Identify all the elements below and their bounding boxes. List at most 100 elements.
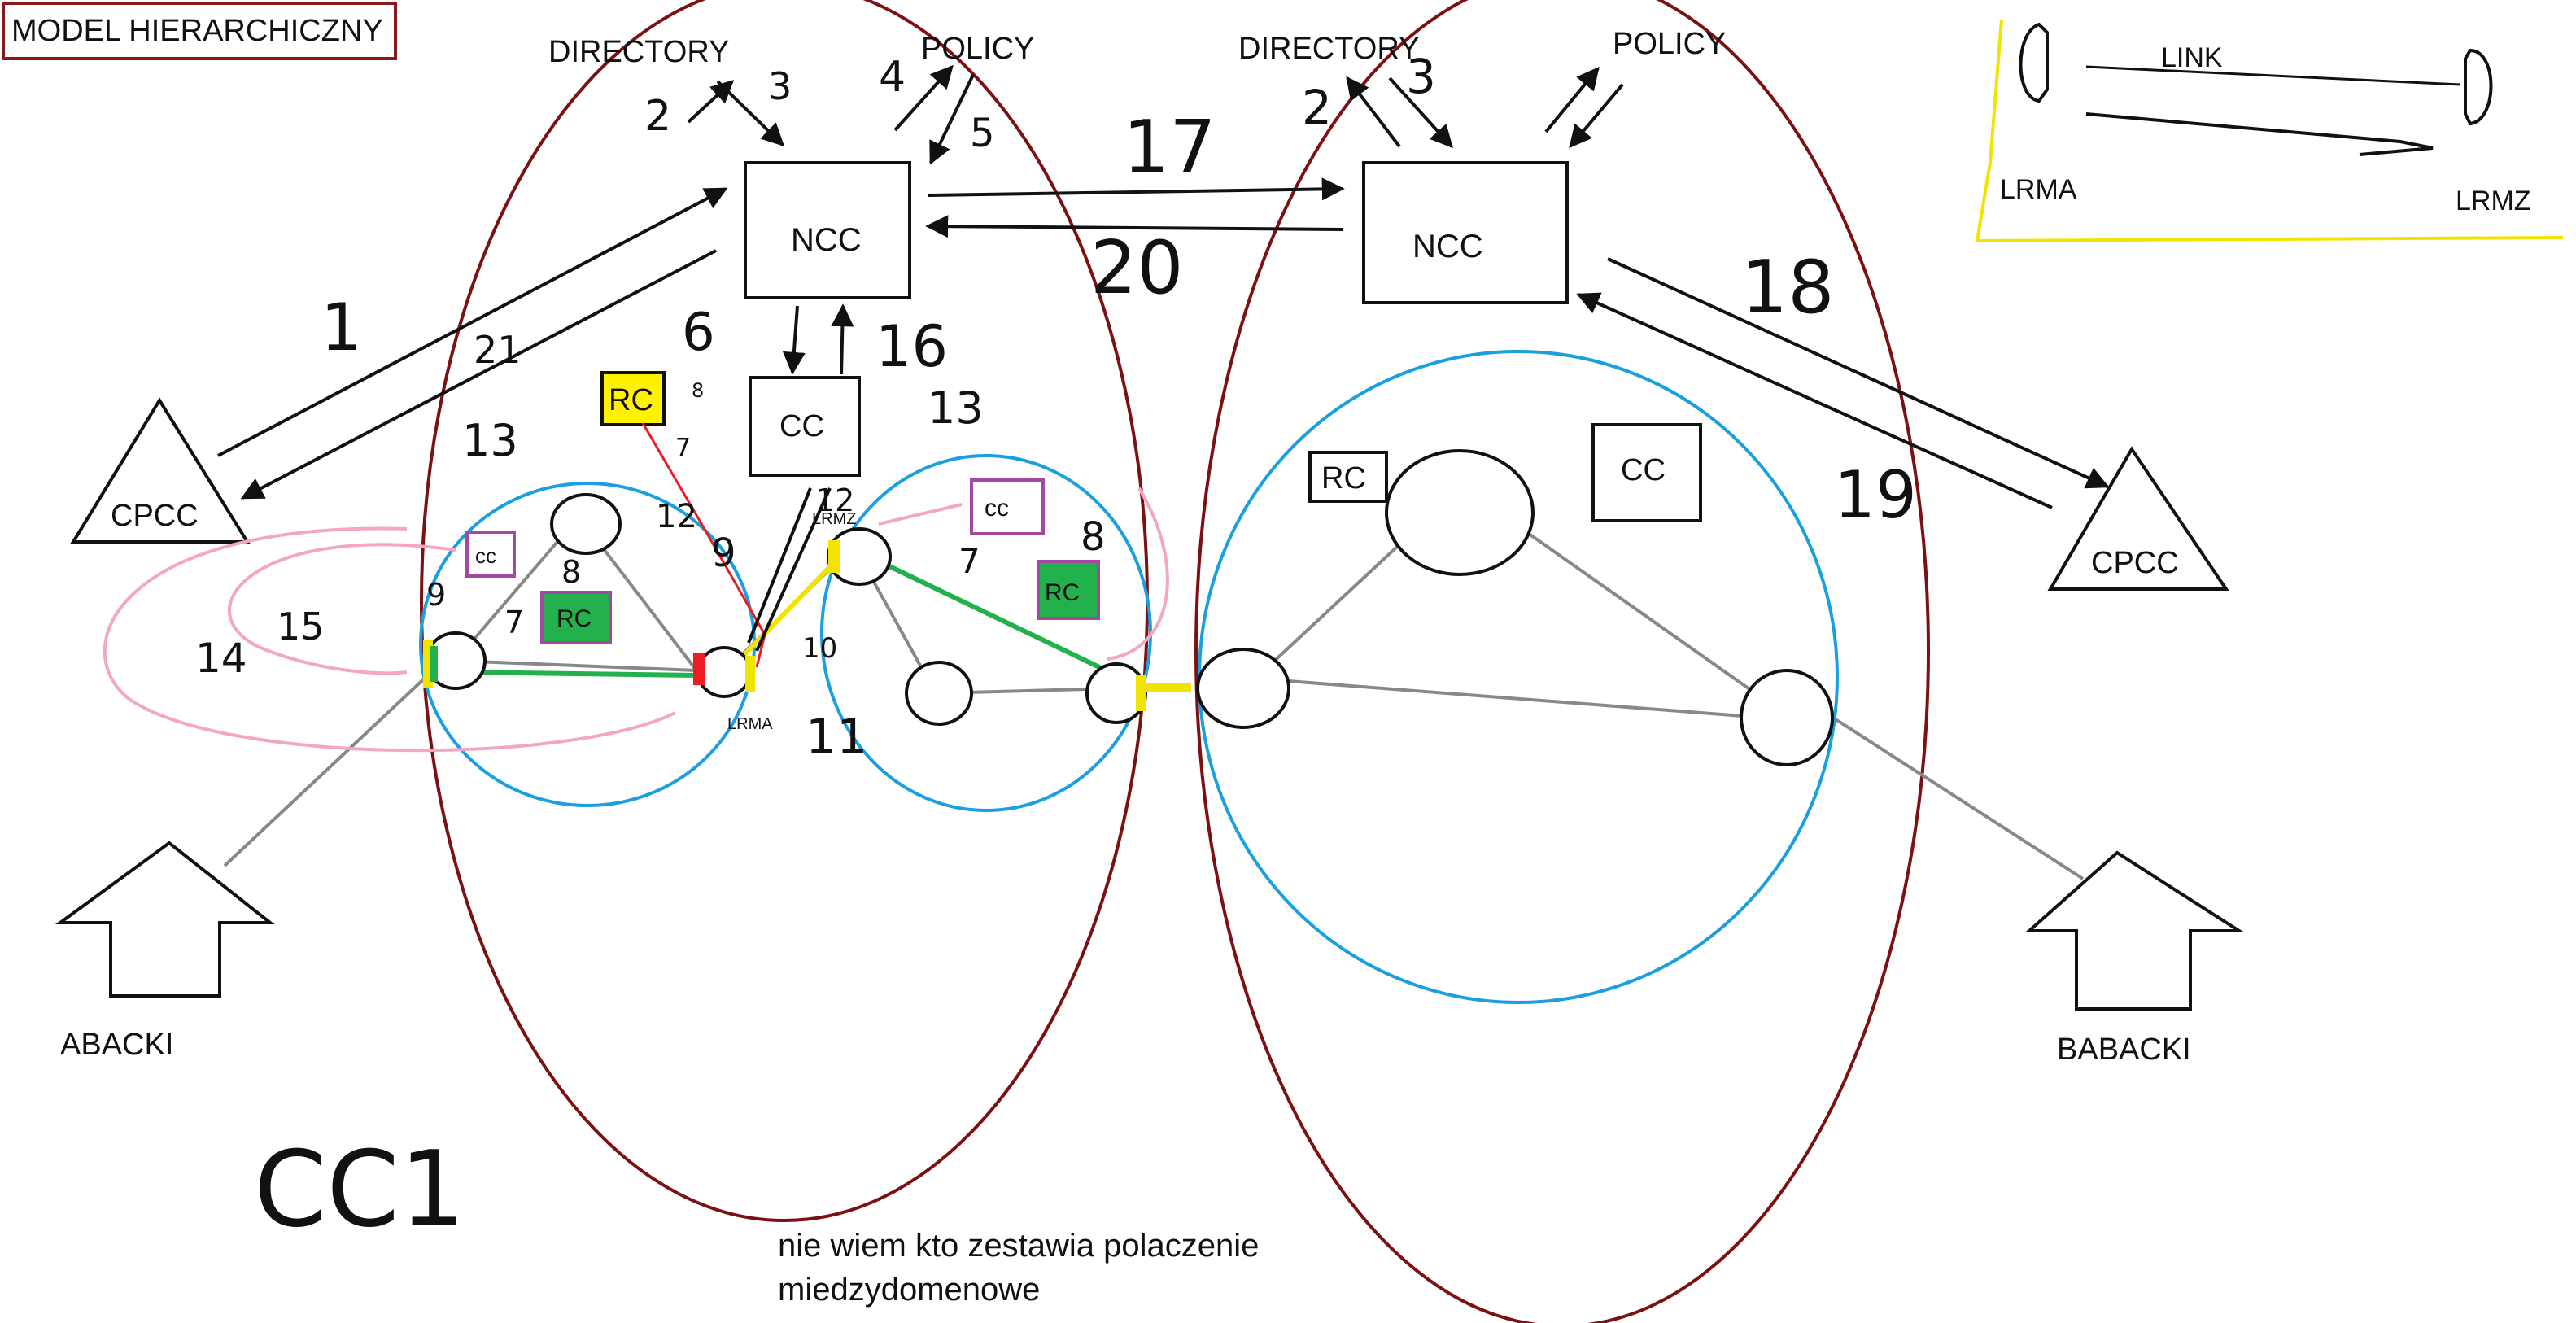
lrma-small-label: LRMA bbox=[727, 715, 773, 733]
left-rc-box bbox=[600, 371, 666, 426]
left-cpcc-label: CPCC bbox=[111, 499, 199, 533]
right-cc-box bbox=[1591, 423, 1702, 522]
step-6: 6 bbox=[682, 303, 715, 363]
arrow-16 bbox=[831, 303, 854, 375]
node-l2 bbox=[550, 493, 622, 555]
babacki-user-arrow bbox=[2024, 850, 2245, 1011]
right-cc-label: CC bbox=[1621, 453, 1666, 487]
node-r3 bbox=[1740, 669, 1834, 766]
step-17: 17 bbox=[1123, 105, 1216, 190]
legend-lrma-label: LRMA bbox=[2000, 174, 2077, 205]
pink-link-right bbox=[878, 503, 963, 526]
right-step-2: 2 bbox=[1302, 80, 1332, 135]
pink-loop-inner bbox=[228, 543, 456, 675]
note-line-2: miedzydomenowe bbox=[778, 1272, 1040, 1308]
right-policy-label: POLICY bbox=[1613, 27, 1726, 61]
step-9-blue: 9 bbox=[426, 577, 446, 613]
step-8-small: 8 bbox=[692, 379, 704, 402]
abacki-user-arrow bbox=[55, 841, 275, 998]
left-rc-label: RC bbox=[609, 383, 653, 417]
step-9: 9 bbox=[711, 531, 736, 576]
step-8-purple: 8 bbox=[561, 554, 581, 590]
step-12: 12 bbox=[815, 482, 854, 518]
sub-rc-label-1: RC bbox=[557, 605, 592, 632]
marker-red-l3 bbox=[693, 653, 705, 685]
step-4: 4 bbox=[879, 53, 906, 102]
step-12-red: 12 bbox=[656, 498, 697, 535]
left-directory-label: DIRECTORY bbox=[548, 35, 729, 69]
pink-loop-right bbox=[1106, 487, 1169, 661]
lrmz-small-label: LRMZ bbox=[812, 510, 856, 528]
left-cpcc-triangle bbox=[70, 397, 251, 544]
sub-cc-label-1: cc bbox=[475, 544, 496, 568]
step-1: 1 bbox=[321, 290, 362, 365]
right-arrow-3 bbox=[1388, 76, 1453, 149]
sub-rc-label-2: RC bbox=[1045, 579, 1080, 606]
right-cpcc-triangle bbox=[2047, 446, 2229, 591]
right-arrow-4 bbox=[1544, 66, 1600, 133]
arrow-5 bbox=[929, 74, 975, 165]
cc-to-node-line-2 bbox=[747, 487, 812, 644]
arrow-3 bbox=[716, 80, 785, 146]
left-policy-label: POLICY bbox=[921, 32, 1034, 66]
legend-arrow bbox=[2085, 112, 2434, 156]
right-link-2 bbox=[1513, 522, 1764, 700]
marker-yellow-l4 bbox=[828, 540, 840, 573]
arrow-6 bbox=[782, 305, 806, 375]
step-16: 16 bbox=[875, 313, 948, 380]
abacki-access-link bbox=[223, 670, 433, 867]
title-box bbox=[2, 2, 397, 60]
arrow-18 bbox=[1607, 257, 2110, 489]
right-subnet-circle bbox=[1198, 350, 1839, 1004]
right-step-3: 3 bbox=[1406, 49, 1436, 104]
step-18: 18 bbox=[1741, 245, 1835, 330]
step-15: 15 bbox=[277, 605, 325, 648]
arrow-4 bbox=[893, 64, 954, 132]
marker-green-l1 bbox=[430, 646, 438, 682]
green-path-2 bbox=[861, 551, 1118, 678]
arrow-19 bbox=[1576, 292, 2053, 509]
step-7-purple: 7 bbox=[504, 605, 524, 640]
yellow-path bbox=[730, 548, 849, 670]
right-arrow-5 bbox=[1569, 83, 1624, 149]
babacki-label: BABACKI bbox=[2057, 1033, 2191, 1067]
note-line-1: nie wiem kto zestawia polaczenie bbox=[778, 1228, 1259, 1264]
step-19: 19 bbox=[1834, 457, 1917, 533]
arrow-20 bbox=[925, 215, 1343, 238]
step-11: 11 bbox=[806, 709, 867, 766]
cc-to-node-line bbox=[755, 487, 832, 652]
legend-link-line bbox=[2085, 65, 2461, 86]
title-text: MODEL HIERARCHICZNY bbox=[11, 14, 383, 48]
red-route bbox=[641, 422, 766, 668]
node-r1 bbox=[1385, 449, 1535, 576]
step-21: 21 bbox=[474, 328, 522, 372]
sub-cc-box-2 bbox=[970, 478, 1045, 535]
step-7-small: 7 bbox=[675, 434, 691, 462]
legend-link-label: LINK bbox=[2161, 42, 2223, 73]
right-rc-box bbox=[1308, 451, 1388, 503]
step-13-b: 13 bbox=[928, 382, 984, 434]
left-ncc-box bbox=[744, 161, 911, 299]
arrow-17 bbox=[927, 177, 1345, 201]
legend-lrmz-label: LRMZ bbox=[2456, 186, 2531, 216]
marker-interdomain-link bbox=[1142, 683, 1191, 692]
link-a bbox=[455, 659, 697, 672]
right-domain-ellipse bbox=[1194, 0, 1930, 1323]
right-ncc-label: NCC bbox=[1412, 229, 1483, 264]
right-cpcc-label: CPCC bbox=[2091, 546, 2179, 580]
step-13-a: 13 bbox=[462, 415, 518, 466]
step-14: 14 bbox=[195, 635, 247, 682]
right-directory-label: DIRECTORY bbox=[1238, 32, 1419, 66]
left-cc-box bbox=[749, 376, 861, 477]
node-r2 bbox=[1196, 648, 1290, 729]
legend-lrma-node bbox=[2019, 22, 2049, 103]
right-link-3 bbox=[1277, 679, 1744, 718]
pink-loop-outer bbox=[103, 526, 676, 753]
sub-cc-box-1 bbox=[465, 531, 516, 578]
sub-rc-box-1 bbox=[540, 591, 612, 644]
sub-cc-label-2: cc bbox=[985, 495, 1009, 522]
left-cc-label: CC bbox=[779, 409, 824, 443]
babacki-access-link bbox=[1834, 718, 2085, 880]
legend-bracket bbox=[1975, 19, 2564, 243]
